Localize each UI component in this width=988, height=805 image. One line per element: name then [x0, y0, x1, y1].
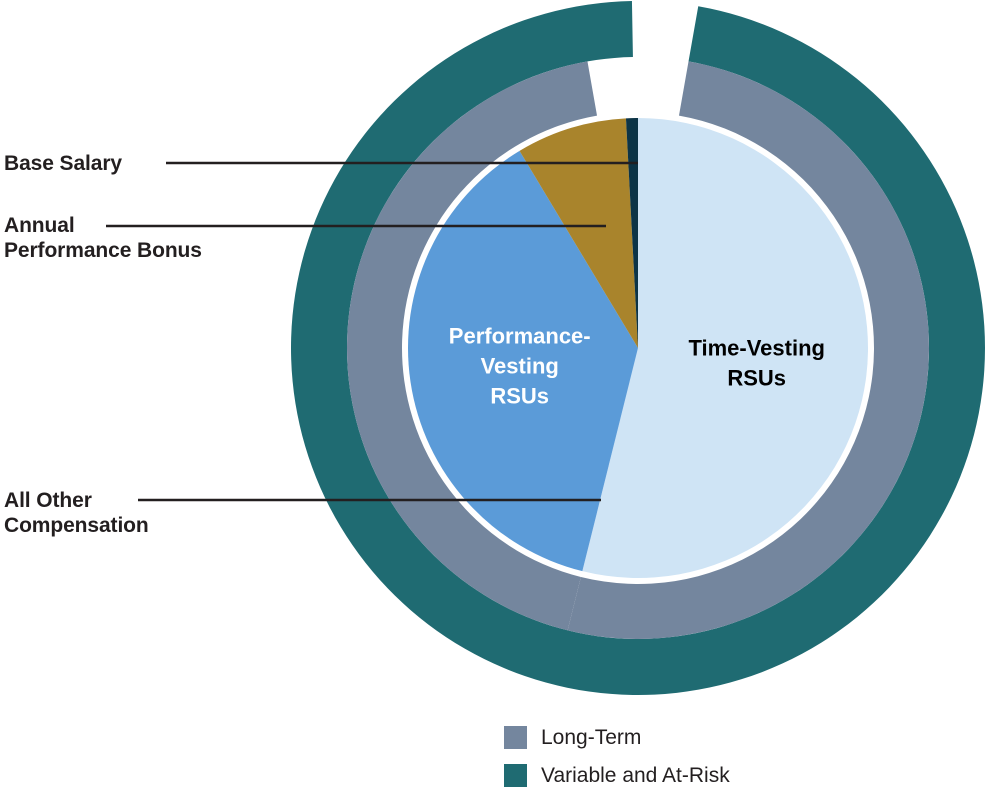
callout-label-annual-performance-bonus: Annual Performance Bonus — [4, 214, 202, 262]
pie-slice — [625, 118, 638, 348]
mid-ring-arc — [567, 61, 929, 639]
pie-slice — [582, 118, 868, 578]
mid-ring-long-term — [346, 61, 929, 639]
legend-label-long-term: Long-Term — [541, 726, 642, 749]
callout-label-all-other-compensation: All Other Compensation — [4, 489, 149, 537]
legend-item-long-term: Long-Term — [504, 726, 730, 749]
chart-legend: Long-Term Variable and At-Risk — [504, 726, 730, 787]
legend-item-variable-and-at-risk: Variable and At-Risk — [504, 764, 730, 787]
mid-ring-arc-remainder — [346, 61, 598, 631]
legend-swatch-variable-and-at-risk — [504, 764, 527, 787]
pie-slice-group — [408, 118, 868, 578]
callout-leader-line-group — [106, 161, 638, 502]
pie-slice — [519, 118, 638, 348]
legend-swatch-long-term — [504, 726, 527, 749]
pie-slice — [408, 150, 638, 572]
legend-label-variable-and-at-risk: Variable and At-Risk — [541, 764, 730, 787]
callout-label-base-salary: Base Salary — [4, 152, 122, 175]
